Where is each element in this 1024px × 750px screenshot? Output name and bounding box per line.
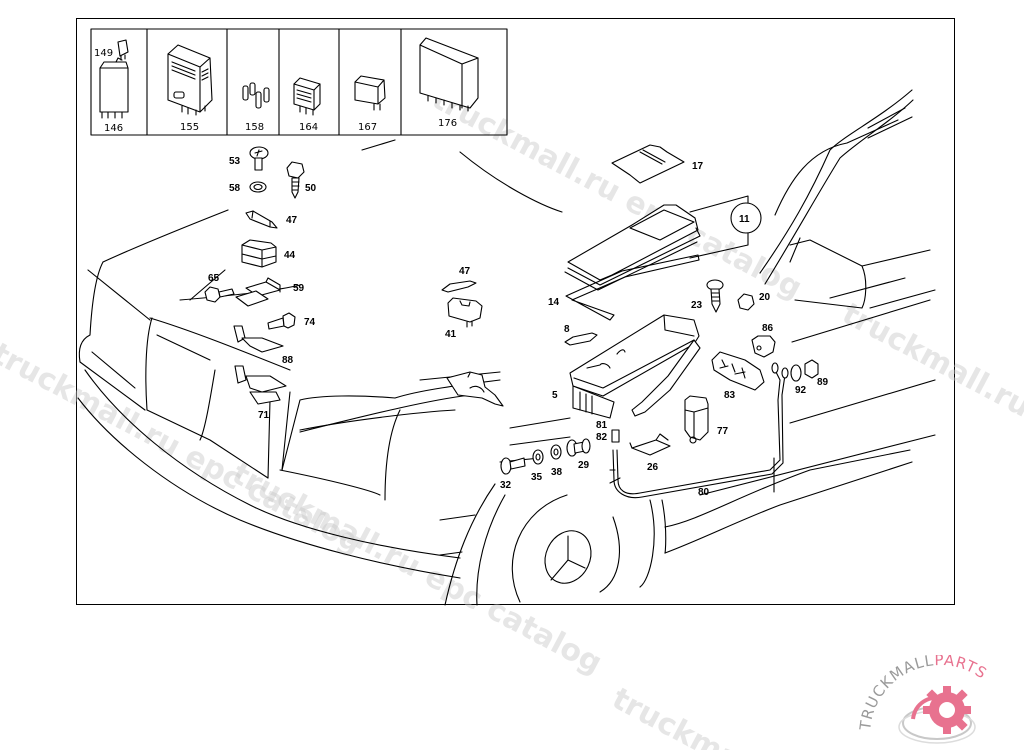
part-label-164: 164 (299, 122, 318, 133)
part-80-ground-cable[interactable]: 80 (611, 362, 789, 499)
callout-71: 71 (258, 410, 270, 421)
callout-47-center: 47 (459, 266, 471, 277)
car-body-outline (77, 89, 936, 606)
part-59-bracket[interactable]: 59 (235, 277, 305, 307)
inset-panel: 149 146 155 158 164 (90, 28, 508, 136)
logo-text-dark: TRUCKMALL (856, 655, 935, 732)
callout-83: 83 (724, 390, 736, 401)
part-32-screw[interactable]: 32 (500, 457, 526, 491)
callout-38: 38 (551, 467, 563, 478)
watermark: truckmall.ru epc catalog (226, 456, 607, 681)
relay-146-149-cell[interactable]: 149 146 (94, 39, 129, 134)
part-38-washer[interactable]: 38 (550, 444, 563, 478)
callout-11: 11 (739, 214, 750, 225)
part-14-gasket[interactable]: 14 (548, 254, 700, 321)
part-label-167: 167 (358, 122, 377, 133)
truckmall-parts-logo: TRUCKMALLPARTS (856, 655, 990, 744)
part-81-82-connector[interactable]: 81 82 (596, 420, 608, 443)
part-71-bracket[interactable]: 71 (234, 365, 287, 421)
part-77-relay[interactable]: 77 (684, 395, 729, 444)
part-89-nut[interactable]: 89 (804, 359, 829, 388)
part-74-bolt[interactable]: 74 (267, 312, 316, 330)
part-88-bracket[interactable]: 88 (233, 325, 294, 366)
relay-167-cell[interactable]: 167 (354, 75, 386, 133)
part-44-relay[interactable]: 44 (241, 239, 296, 268)
callout-81: 81 (596, 420, 608, 431)
part-29-grommet[interactable]: 29 (566, 438, 591, 471)
part-20-nut[interactable]: 20 (737, 292, 771, 311)
part-label-158: 158 (245, 122, 264, 133)
part-58-washer[interactable]: 58 (229, 181, 267, 194)
callout-20: 20 (759, 292, 771, 303)
relay-155-cell[interactable]: 155 (167, 44, 213, 133)
callout-59: 59 (293, 283, 305, 294)
callout-26: 26 (647, 462, 659, 473)
logo-text-pink: PARTS (934, 655, 990, 683)
callout-80: 80 (698, 487, 710, 498)
part-26-bracket[interactable]: 26 (629, 433, 671, 473)
diagram-frame (76, 18, 955, 605)
fuses-158-cell[interactable]: 158 (242, 82, 270, 133)
relay-155-icon (167, 44, 213, 113)
relay-176-icon (419, 37, 479, 109)
callout-41: 41 (445, 329, 457, 340)
watermark-layer: truckmall.ru epc catalog truckmall.ru ep… (0, 81, 1024, 750)
relay-167-icon (354, 75, 386, 105)
callout-14: 14 (548, 297, 560, 308)
relay-164-cell[interactable]: 164 (293, 77, 321, 133)
callout-89: 89 (817, 377, 829, 388)
callout-44: 44 (284, 250, 296, 261)
gear-icon (898, 686, 976, 744)
callout-29: 29 (578, 460, 590, 471)
callout-82: 82 (596, 432, 608, 443)
callout-58: 58 (229, 183, 241, 194)
part-bracket-center[interactable] (446, 371, 504, 407)
part-53-screw[interactable]: 53 (229, 146, 269, 171)
part-83-terminal-block[interactable]: 83 (711, 351, 765, 401)
relay-176-cell[interactable]: 176 (419, 37, 479, 129)
part-47-fuse-upper[interactable]: 47 (245, 210, 298, 229)
watermark: truckmall.ru epc catalog (836, 296, 1024, 521)
part-label-149: 149 (94, 48, 113, 59)
part-label-146: 146 (104, 123, 123, 134)
fuses-158-icon (242, 82, 270, 109)
callout-8: 8 (564, 324, 570, 335)
part-5-fuse-box[interactable]: 5 (552, 314, 701, 419)
callout-86: 86 (762, 323, 774, 334)
part-41-relay[interactable]: 41 (445, 297, 483, 340)
part-label-155: 155 (180, 122, 199, 133)
callout-88: 88 (282, 355, 294, 366)
fuse-149-icon (117, 39, 129, 57)
callout-77: 77 (717, 426, 729, 437)
callout-92: 92 (795, 385, 807, 396)
callout-50: 50 (305, 183, 317, 194)
callout-53: 53 (229, 156, 241, 167)
part-86-grommet[interactable]: 86 (751, 323, 776, 358)
callout-32: 32 (500, 480, 512, 491)
part-65-bolt[interactable]: 65 (204, 273, 235, 303)
callout-23: 23 (691, 300, 703, 311)
callout-5: 5 (552, 390, 558, 401)
callout-47-upper: 47 (286, 215, 298, 226)
callout-74: 74 (304, 317, 316, 328)
relay-146-icon (99, 67, 129, 113)
callout-17: 17 (692, 161, 704, 172)
part-8-fuse[interactable]: 8 (564, 324, 598, 346)
callout-35: 35 (531, 472, 543, 483)
part-11-assembly-group[interactable]: 11 (564, 195, 762, 291)
part-23-screw[interactable]: 23 (691, 279, 724, 313)
callout-65: 65 (208, 273, 220, 284)
part-17-cover-label[interactable]: 17 (611, 144, 704, 184)
part-47-fuse-center[interactable]: 47 (441, 266, 477, 293)
part-35-washer[interactable]: 35 (531, 449, 544, 483)
part-92-washer[interactable]: 92 (790, 364, 807, 396)
part-50-bolt[interactable]: 50 (286, 161, 317, 199)
part-label-176: 176 (438, 118, 457, 129)
